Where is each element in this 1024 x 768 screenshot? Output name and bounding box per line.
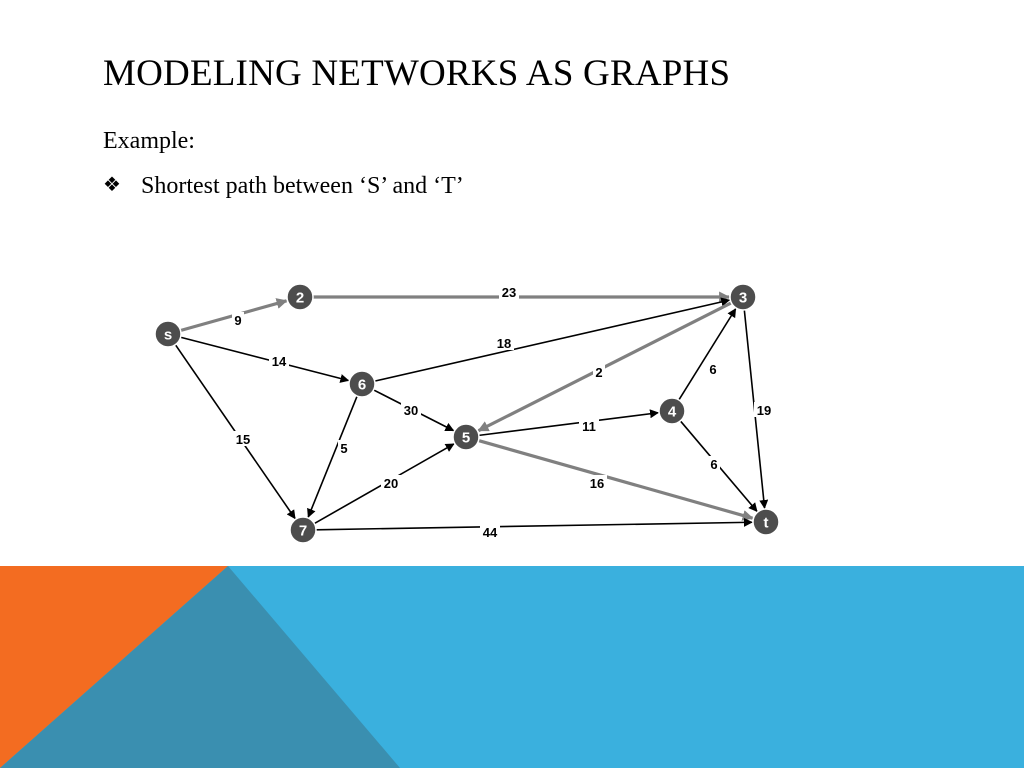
node-circle-t — [752, 508, 780, 536]
edge-label-background — [494, 335, 514, 350]
node-circle-6 — [348, 370, 376, 398]
node-label-3: 3 — [739, 290, 747, 307]
edge-weight-5-4: 11 — [582, 419, 596, 434]
edge-weight-s-6: 14 — [272, 354, 287, 369]
edge-5-t — [478, 439, 754, 521]
node-circle-4 — [658, 397, 686, 425]
edge-weight-5-t: 16 — [590, 476, 604, 491]
edge-label-background — [754, 402, 774, 417]
node-label-2: 2 — [296, 290, 304, 307]
node-s: s — [154, 320, 182, 348]
edge-weight-s-7: 15 — [236, 432, 250, 447]
edge-label-background — [269, 353, 289, 368]
edge-label-background — [499, 284, 519, 299]
node-label-s: s — [164, 327, 172, 344]
edge-label-background — [233, 431, 253, 446]
edge-weight-4-t: 6 — [710, 457, 717, 472]
edge-4-3 — [678, 308, 737, 401]
node-label-6: 6 — [358, 377, 366, 394]
edge-6-3 — [374, 297, 731, 382]
edge-weight-3-5: 2 — [595, 365, 602, 380]
edge-weight-6-3: 18 — [497, 336, 511, 351]
node-t: t — [752, 508, 780, 536]
edge-label-background — [708, 456, 720, 471]
edge-weight-4-3: 6 — [709, 362, 716, 377]
edge-7-t — [315, 517, 753, 531]
edge-label-background — [401, 402, 421, 417]
edge-label-background — [593, 364, 605, 379]
node-circle-3 — [729, 283, 757, 311]
edge-label-background — [587, 475, 607, 490]
edge-label-background — [480, 524, 500, 539]
node-5: 5 — [452, 423, 480, 451]
node-circle-5 — [452, 423, 480, 451]
edge-weight-7-5: 20 — [384, 476, 398, 491]
edge-weight-6-7: 5 — [340, 441, 347, 456]
edge-weight-2-3: 23 — [502, 285, 516, 300]
edge-5-4 — [478, 409, 660, 437]
edge-label-background — [338, 440, 350, 455]
node-label-5: 5 — [462, 430, 470, 447]
node-2: 2 — [286, 283, 314, 311]
node-7: 7 — [289, 516, 317, 544]
edge-label-background — [381, 475, 401, 490]
bullet-text: Shortest path between ‘S’ and ‘T’ — [141, 173, 464, 199]
node-6: 6 — [348, 370, 376, 398]
slide-title: MODELING NETWORKS AS GRAPHS — [103, 53, 731, 94]
example-label: Example: — [103, 128, 195, 154]
edge-weight-s-2: 9 — [234, 313, 241, 328]
node-label-4: 4 — [668, 404, 677, 421]
edge-6-7 — [307, 395, 358, 518]
edge-s-6 — [180, 336, 350, 383]
edge-weight-3-t: 19 — [757, 403, 771, 418]
node-label-t: t — [764, 515, 769, 532]
edge-weight-6-5: 30 — [404, 403, 418, 418]
four-diamond-bullet-icon: ❖ — [103, 172, 121, 196]
footer-dark-blue-triangle — [0, 566, 400, 768]
node-circle-s — [154, 320, 182, 348]
edge-label-background — [232, 312, 244, 327]
bullet-item: ❖ Shortest path between ‘S’ and ‘T’ — [103, 172, 464, 200]
node-label-7: 7 — [299, 523, 307, 540]
node-circle-2 — [286, 283, 314, 311]
edge-weight-7-t: 44 — [483, 525, 498, 540]
node-circle-7 — [289, 516, 317, 544]
edge-label-background — [579, 418, 599, 433]
node-3: 3 — [729, 283, 757, 311]
node-4: 4 — [658, 397, 686, 425]
footer-decoration — [0, 566, 1024, 768]
edge-label-background — [707, 361, 719, 376]
